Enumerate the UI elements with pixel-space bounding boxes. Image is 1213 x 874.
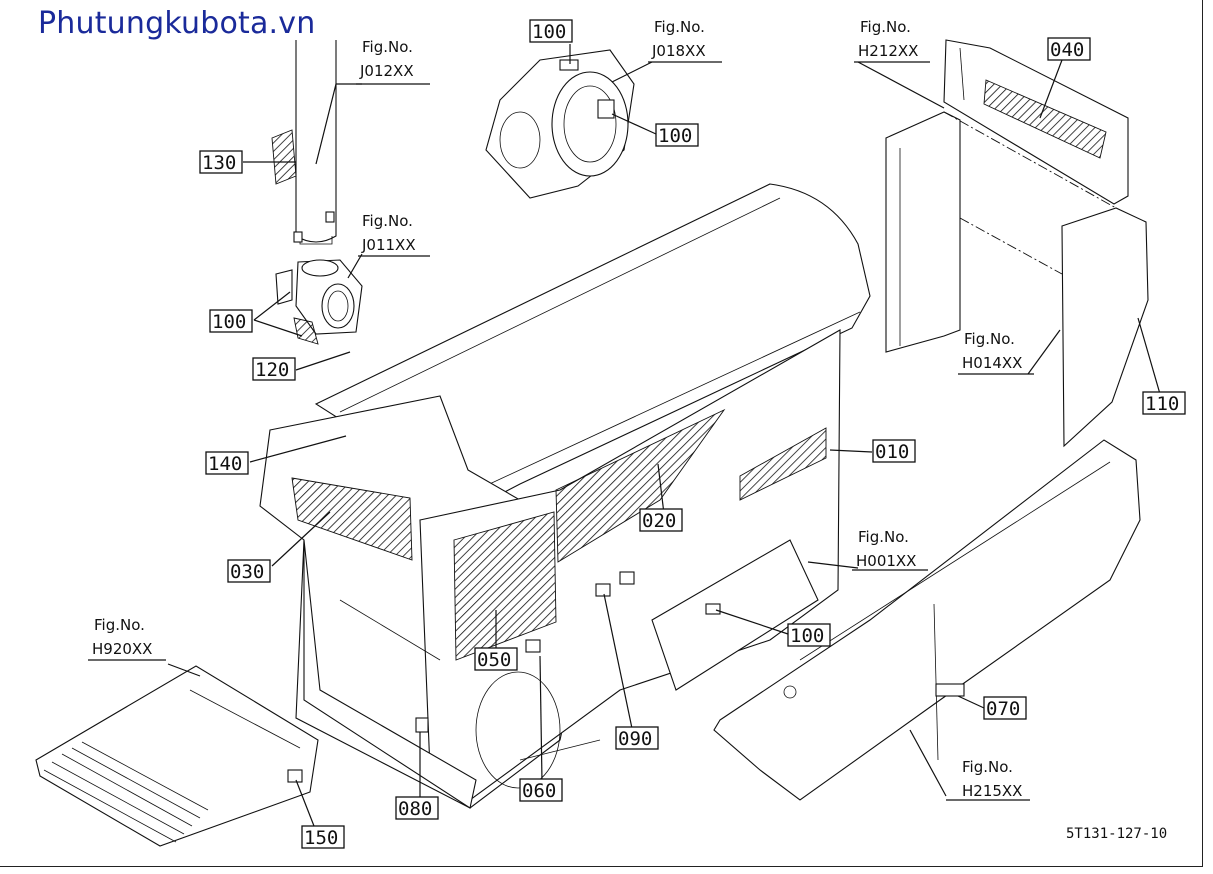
callout-060: 060: [519, 778, 563, 802]
svg-text:150: 150: [304, 827, 338, 849]
fig-ref-h215: Fig.No. H215XX: [946, 758, 1030, 801]
fig-ref-h001: Fig.No. H001XX: [852, 528, 928, 571]
svg-text:H014XX: H014XX: [962, 354, 1022, 372]
svg-text:Fig.No.: Fig.No.: [654, 18, 705, 36]
grille-030: [291, 477, 413, 561]
svg-text:010: 010: [875, 441, 909, 463]
callout-050: 050: [474, 647, 518, 671]
panel-020: [555, 408, 726, 563]
callout-030: 030: [227, 559, 271, 583]
fig-ref-j011: Fig.No. J011XX: [358, 212, 430, 257]
callout-140: 140: [205, 451, 249, 475]
duct-elbow: [275, 259, 363, 335]
callout-110: 110: [1142, 391, 1186, 415]
svg-text:040: 040: [1050, 39, 1084, 61]
callout-100-panel: 100: [787, 623, 831, 647]
svg-text:110: 110: [1145, 393, 1179, 415]
svg-text:Fig.No.: Fig.No.: [860, 18, 911, 36]
svg-text:140: 140: [208, 453, 242, 475]
leader-lines: [167, 44, 1161, 827]
callout-090: 090: [615, 726, 659, 750]
fig-ref-h212: Fig.No. H212XX: [854, 18, 930, 63]
svg-text:H212XX: H212XX: [858, 42, 918, 60]
svg-text:050: 050: [477, 649, 511, 671]
top-rear-panel: [943, 39, 1129, 205]
svg-text:J011XX: J011XX: [361, 236, 416, 254]
svg-text:030: 030: [230, 561, 264, 583]
svg-text:100: 100: [532, 21, 566, 43]
svg-text:100: 100: [212, 311, 246, 333]
side-frame-panels: [885, 111, 1149, 448]
svg-text:Fig.No.: Fig.No.: [362, 212, 413, 230]
svg-text:080: 080: [398, 798, 432, 820]
svg-text:Fig.No.: Fig.No.: [94, 616, 145, 634]
svg-text:Fig.No.: Fig.No.: [964, 330, 1015, 348]
fig-ref-j012: Fig.No. J012XX: [356, 38, 430, 85]
label-130: [271, 129, 297, 185]
main-bonnet: [259, 183, 871, 809]
svg-text:020: 020: [642, 510, 676, 532]
callout-070: 070: [983, 696, 1027, 720]
step-assembly: [35, 665, 319, 847]
callout-100-top: 100: [529, 19, 573, 43]
svg-text:120: 120: [255, 359, 289, 381]
svg-text:H920XX: H920XX: [92, 640, 152, 658]
svg-text:060: 060: [522, 780, 556, 802]
callout-100-elbow: 100: [209, 309, 253, 333]
svg-text:J012XX: J012XX: [359, 62, 414, 80]
svg-text:100: 100: [658, 125, 692, 147]
svg-text:070: 070: [986, 698, 1020, 720]
svg-text:090: 090: [618, 728, 652, 750]
label-100-elbow: [293, 317, 319, 345]
callout-020: 020: [639, 508, 683, 532]
svg-text:Fig.No.: Fig.No.: [962, 758, 1013, 776]
callout-100-fan: 100: [655, 123, 699, 147]
fig-ref-h920: Fig.No. H920XX: [88, 616, 166, 661]
callout-040: 040: [1047, 37, 1091, 61]
drawing-code: 5T131-127-10: [1066, 826, 1167, 842]
svg-text:Fig.No.: Fig.No.: [858, 528, 909, 546]
svg-text:130: 130: [202, 152, 236, 174]
callout-080: 080: [395, 796, 439, 820]
callout-120: 120: [252, 357, 296, 381]
duct-pipe: [293, 40, 337, 245]
svg-text:H215XX: H215XX: [962, 782, 1022, 800]
fan-housing: [485, 49, 635, 199]
fig-ref-h014: Fig.No. H014XX: [958, 330, 1034, 375]
svg-text:J018XX: J018XX: [651, 42, 706, 60]
callout-150: 150: [301, 825, 345, 849]
site-watermark: Phutungkubota.vn: [38, 6, 316, 41]
svg-text:100: 100: [790, 625, 824, 647]
callout-010: 010: [872, 439, 916, 463]
side-cover: [713, 439, 1141, 801]
svg-text:H001XX: H001XX: [856, 552, 916, 570]
callout-130: 130: [199, 150, 243, 174]
panel-050: [453, 511, 557, 661]
panel-010: [739, 427, 827, 501]
fig-ref-j018: Fig.No. J018XX: [648, 18, 722, 63]
svg-text:Fig.No.: Fig.No.: [362, 38, 413, 56]
